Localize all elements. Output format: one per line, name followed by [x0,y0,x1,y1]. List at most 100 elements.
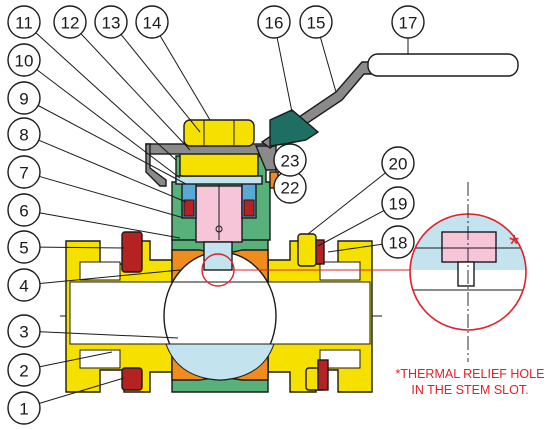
callout-5: 5 [7,230,41,264]
leader-9 [37,105,187,185]
leader-4 [39,269,181,284]
callout-circle-23 [273,143,307,177]
leader-2 [39,351,113,368]
callout-circle-7 [7,155,41,189]
handle [260,53,519,149]
leader-11 [35,32,177,161]
callout-18: 18 [381,225,415,259]
callout-number-6: 6 [19,202,28,221]
stop-plate-drop [145,143,167,187]
leader-1 [39,377,125,404]
callout-15: 15 [299,5,333,39]
callout-circle-10 [7,43,41,77]
bolt-right-upper [297,233,317,267]
callout-number-20: 20 [389,155,408,174]
right-bore [265,281,371,345]
callout-number-10: 10 [15,52,34,71]
handle-grip [367,53,519,77]
nut-right-lower [317,359,329,391]
callout-number-3: 3 [19,323,28,342]
callout-number-4: 4 [19,277,28,296]
callout-number-18: 18 [389,234,408,253]
callout-circle-14 [135,5,169,39]
valve-body [60,231,385,393]
callout-number-7: 7 [19,164,28,183]
stem-center-mark [215,225,223,233]
nut-right-upper [315,239,325,265]
leader-8 [38,139,187,203]
leader-7 [39,175,185,219]
leader-12 [80,33,191,151]
leader-15 [319,37,337,93]
callout-17: 17 [391,5,425,39]
leader-10 [36,69,181,179]
callout-circle-5 [7,230,41,264]
leader-6 [39,212,181,239]
callout-number-19: 19 [389,195,408,214]
leader-18 [327,243,383,253]
detail-source-circle [201,253,235,287]
leader-16 [276,37,293,113]
callout-number-5: 5 [19,239,28,258]
detail-magnified-view [410,214,526,330]
callout-number-8: 8 [19,126,28,145]
callout-circle-6 [7,193,41,227]
callout-circle-18 [381,225,415,259]
callout-circle-12 [53,5,87,39]
callout-circle-20 [381,146,415,180]
leader-20 [307,172,386,235]
right-flange-slot-top [319,261,361,281]
bolt-left-lower [121,367,143,391]
callout-circle-2 [7,353,41,387]
callout-7: 7 [7,155,41,189]
detail-relief-hole [457,261,475,287]
callout-16: 16 [257,5,291,39]
ball-lower-tint [165,343,275,381]
callout-circle-16 [257,5,291,39]
callout-number-23: 23 [281,152,300,171]
handle-nut [183,119,255,147]
leader-5 [39,246,125,249]
callout-8: 8 [7,117,41,151]
callout-number-14: 14 [143,14,162,33]
callout-circle-3 [7,314,41,348]
callout-11: 11 [7,5,41,39]
callout-10: 10 [7,43,41,77]
stem-assembly [145,119,287,271]
callout-23: 23 [273,143,307,177]
callout-20: 20 [381,146,415,180]
callout-13: 13 [94,5,128,39]
callout-3: 3 [7,314,41,348]
callout-circle-1 [7,391,41,425]
left-bore [69,281,175,345]
bolt-left-upper [121,231,143,273]
callout-number-15: 15 [307,14,326,33]
leader-13 [120,34,201,133]
callout-6: 6 [7,193,41,227]
callout-circle-11 [7,5,41,39]
left-flange-slot-top [79,261,121,281]
callout-14: 14 [135,5,169,39]
callout-circle-15 [299,5,333,39]
right-flange-slot-bottom [319,349,361,369]
callout-number-1: 1 [19,400,28,419]
callout-22: 22 [273,170,307,204]
o-ring-right [243,199,255,217]
callout-2: 2 [7,353,41,387]
leader-19 [317,210,385,247]
callout-number-13: 13 [102,14,121,33]
callout-number-22: 22 [281,179,300,198]
left-flange-slot-bottom [79,349,121,369]
callout-circle-13 [94,5,128,39]
callout-19: 19 [381,186,415,220]
callout-number-9: 9 [19,90,28,109]
callout-circle-9 [7,81,41,115]
callout-number-17: 17 [399,14,418,33]
detail-asterisk: * [509,229,519,259]
callout-1: 1 [7,391,41,425]
callout-circle-4 [7,268,41,302]
stem-lower-key [203,241,233,271]
leader-3 [39,331,179,339]
